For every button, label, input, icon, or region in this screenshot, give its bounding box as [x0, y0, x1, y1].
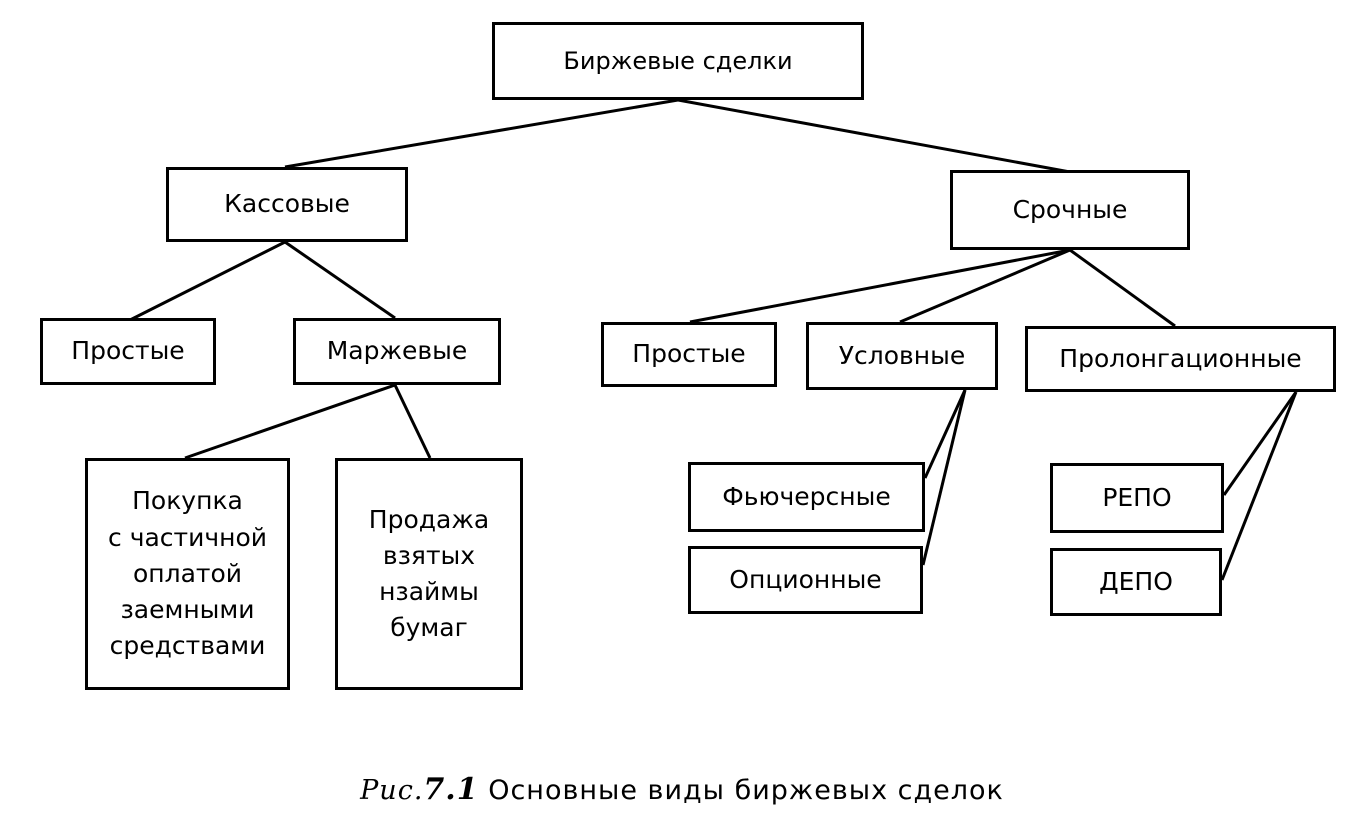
node-prolongation: Пролонгационные: [1025, 326, 1336, 392]
caption-prefix: Рис.: [360, 775, 424, 806]
node-cash-simple: Простые: [40, 318, 216, 385]
edge-cash-simple: [129, 240, 286, 322]
edge-forward-conditional: [899, 248, 1071, 324]
edge-cash-margin: [284, 240, 396, 320]
caption-number: 7.1: [423, 772, 479, 807]
figure-caption: Рис.7.1 Основные виды биржевых сделок: [0, 772, 1364, 807]
edge-conditional-options: [921, 389, 967, 566]
edge-conditional-futures: [923, 389, 967, 479]
node-margin-buy: Покупка с частичной оплатой заемными сре…: [85, 458, 290, 690]
node-depo: ДЕПО: [1050, 548, 1222, 616]
edge-prolongation-repo: [1222, 391, 1298, 496]
node-margin-sell: Продажа взятых нзаймы бумаг: [335, 458, 523, 690]
node-conditional: Условные: [806, 322, 998, 390]
edge-forward-prolongation: [1069, 248, 1176, 328]
node-cash-deals: Кассовые: [166, 167, 408, 242]
node-repo: РЕПО: [1050, 463, 1224, 533]
edge-margin-sell: [393, 384, 432, 459]
node-forward-simple: Простые: [601, 322, 777, 387]
node-exchange-deals: Биржевые сделки: [492, 22, 864, 100]
edge-root-cash: [284, 98, 679, 169]
edge-margin-buy: [184, 383, 396, 460]
edge-root-forward: [677, 98, 1071, 174]
node-margin: Маржевые: [293, 318, 501, 385]
node-options: Опционные: [688, 546, 923, 614]
node-forward-deals: Срочные: [950, 170, 1190, 250]
edge-prolongation-depo: [1220, 391, 1298, 581]
caption-text: Основные виды биржевых сделок: [488, 775, 1004, 806]
node-futures: Фьючерсные: [688, 462, 925, 532]
edge-forward-simple: [689, 248, 1071, 324]
